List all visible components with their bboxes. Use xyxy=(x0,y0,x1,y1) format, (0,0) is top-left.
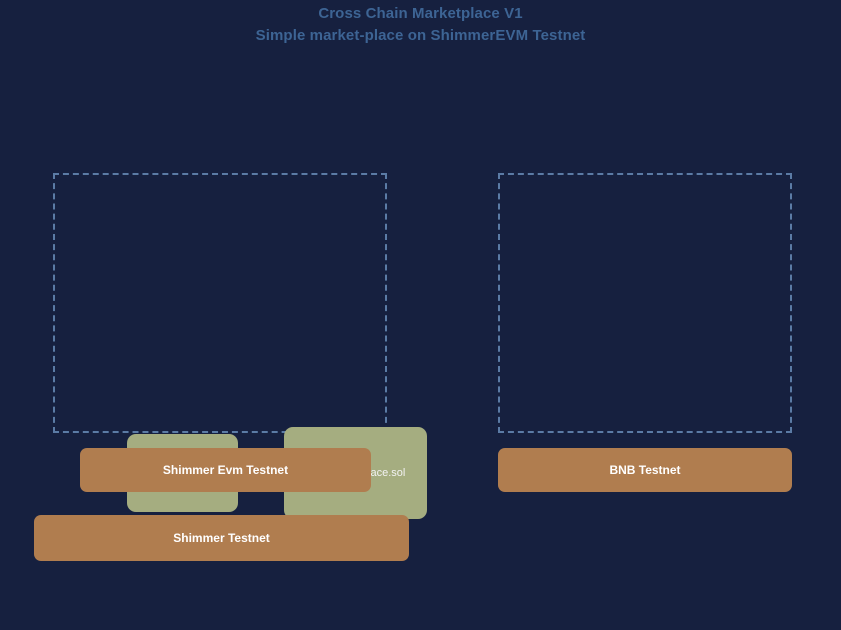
network-label-bnb-testnet: BNB Testnet xyxy=(609,463,681,477)
network-button-shimmer-testnet[interactable]: Shimmer Testnet xyxy=(34,515,409,561)
network-zone-shimmer-evm: MyERC721.sol NFTMarketPlace.sol xyxy=(53,173,427,519)
page-subtitle: Simple market-place on ShimmerEVM Testne… xyxy=(255,27,586,44)
network-button-bnb-testnet[interactable]: BNB Testnet xyxy=(498,448,792,492)
network-button-shimmer-evm-testnet[interactable]: Shimmer Evm Testnet xyxy=(80,448,371,492)
page-title: Cross Chain Marketplace V1 Simple market… xyxy=(0,0,841,47)
network-label-shimmer-evm-testnet: Shimmer Evm Testnet xyxy=(162,463,289,477)
network-zone-bnb xyxy=(498,173,792,433)
page-title-main: Cross Chain Marketplace V1 xyxy=(318,5,523,22)
network-label-shimmer-testnet: Shimmer Testnet xyxy=(173,531,270,545)
